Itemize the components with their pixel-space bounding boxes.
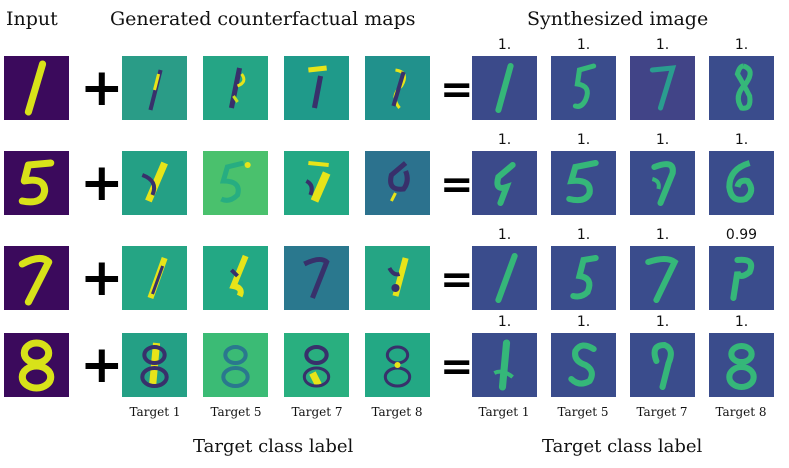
plus-operator: +: [80, 248, 124, 308]
synthesized-image-row1-target5: [551, 56, 616, 120]
synthesized-image-row3-target8: [709, 246, 774, 310]
counterfactual-map-row3-target7: [284, 246, 349, 310]
synthesized-image-row3-target1: [472, 246, 537, 310]
synthesized-image-row3-target7: [630, 246, 695, 310]
synthesized-axis-label: Target class label: [542, 436, 703, 457]
counterfactual-map-row1-target5: [203, 56, 268, 120]
synthesized-image-header: Synthesized image: [527, 8, 709, 30]
confidence-row4-target7: 1.: [655, 314, 670, 330]
input-image-4: [4, 333, 69, 397]
target-label-maps-1: Target 1: [129, 405, 181, 419]
counterfactual-map-row3-target5: [203, 246, 268, 310]
synthesized-image-row4-target8: [709, 333, 774, 397]
input-image-3: [4, 246, 69, 310]
synthesized-image-row2-target5: [551, 151, 616, 215]
counterfactual-map-row2-target8: [365, 151, 430, 215]
confidence-row2-target8: 1.: [734, 132, 749, 148]
synthesized-image-row1-target7: [630, 56, 695, 120]
input-column-header: Input: [6, 8, 58, 30]
input-image-1: [4, 56, 69, 120]
counterfactual-map-row4-target8: [365, 333, 430, 397]
synthesized-image-row4-target1: [472, 333, 537, 397]
counterfactual-map-row3-target8: [365, 246, 430, 310]
counterfactual-map-row2-target5: [203, 151, 268, 215]
counterfactual-map-row1-target1: [122, 56, 187, 120]
counterfactual-map-row1-target8: [365, 56, 430, 120]
synthesized-image-row1-target1: [472, 56, 537, 120]
synthesized-image-row1-target8: [709, 56, 774, 120]
synthesized-image-row3-target5: [551, 246, 616, 310]
target-label-synth-1: Target 1: [478, 405, 530, 419]
target-label-synth-7: Target 7: [636, 405, 688, 419]
synthesized-image-row2-target8: [709, 151, 774, 215]
confidence-row1-target5: 1.: [576, 37, 591, 53]
maps-axis-label: Target class label: [193, 436, 354, 457]
synthesized-image-row4-target5: [551, 333, 616, 397]
target-label-synth-8: Target 8: [715, 405, 767, 419]
confidence-row3-target7: 1.: [655, 227, 670, 243]
counterfactual-map-row4-target1: [122, 333, 187, 397]
counterfactual-map-row2-target1: [122, 151, 187, 215]
confidence-row2-target5: 1.: [576, 132, 591, 148]
equals-operator: =: [440, 257, 474, 303]
equals-operator: =: [440, 162, 474, 208]
target-label-maps-8: Target 8: [371, 405, 423, 419]
confidence-row1-target8: 1.: [734, 37, 749, 53]
target-label-synth-5: Target 5: [557, 405, 609, 419]
equals-operator: =: [440, 344, 474, 390]
counterfactual-map-row4-target7: [284, 333, 349, 397]
counterfactual-map-row3-target1: [122, 246, 187, 310]
input-image-2: [4, 151, 69, 215]
confidence-row4-target8: 1.: [734, 314, 749, 330]
confidence-row1-target1: 1.: [497, 37, 512, 53]
confidence-row1-target7: 1.: [655, 37, 670, 53]
target-label-maps-5: Target 5: [210, 405, 262, 419]
synthesized-image-row2-target1: [472, 151, 537, 215]
confidence-row4-target5: 1.: [576, 314, 591, 330]
confidence-row3-target5: 1.: [576, 227, 591, 243]
counterfactual-map-row2-target7: [284, 151, 349, 215]
counterfactual-map-row4-target5: [203, 333, 268, 397]
synthesized-image-row2-target7: [630, 151, 695, 215]
confidence-row4-target1: 1.: [497, 314, 512, 330]
confidence-row2-target7: 1.: [655, 132, 670, 148]
confidence-row2-target1: 1.: [497, 132, 512, 148]
synthesized-image-row4-target7: [630, 333, 695, 397]
plus-operator: +: [80, 153, 124, 213]
plus-operator: +: [80, 58, 124, 118]
target-label-maps-7: Target 7: [291, 405, 343, 419]
confidence-row3-target8: 0.99: [725, 227, 758, 243]
counterfactual-maps-header: Generated counterfactual maps: [110, 8, 416, 30]
confidence-row3-target1: 1.: [497, 227, 512, 243]
equals-operator: =: [440, 67, 474, 113]
counterfactual-map-row1-target7: [284, 56, 349, 120]
plus-operator: +: [80, 335, 124, 395]
